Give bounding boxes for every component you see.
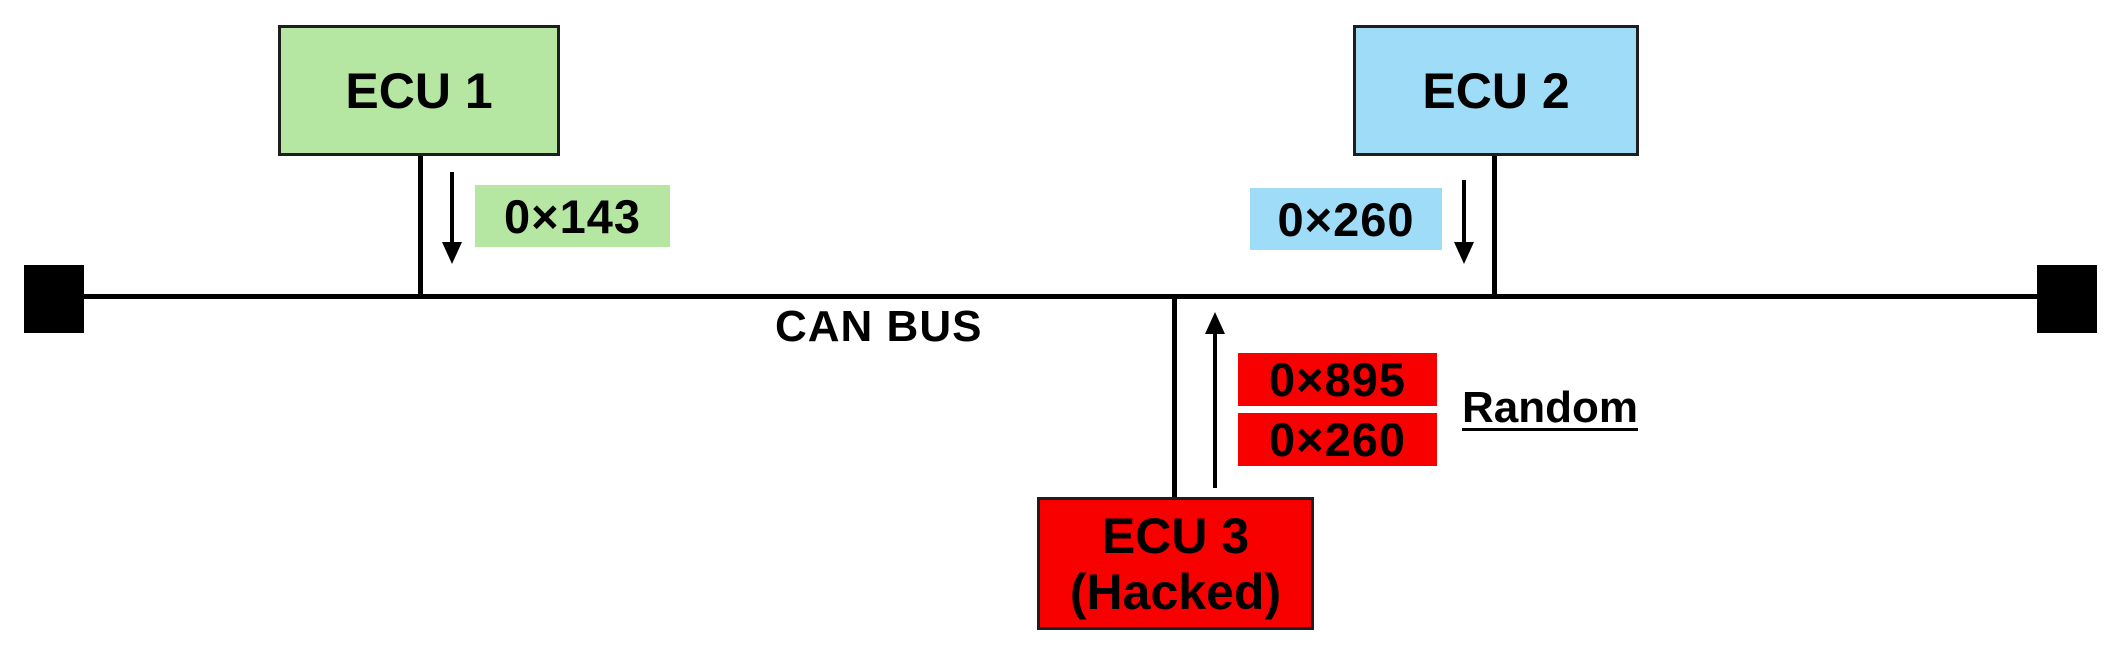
can-bus-line <box>55 294 2045 299</box>
ecu-2-message-id: 0×260 <box>1250 188 1442 250</box>
ecu-2-label: ECU 2 <box>1422 62 1570 119</box>
ecu-1-stub <box>418 156 423 298</box>
ecu-3-stub <box>1172 296 1177 498</box>
ecu-2-down-arrow-icon <box>1454 180 1474 264</box>
ecu-2-box: ECU 2 <box>1353 25 1639 156</box>
ecu-2-stub <box>1492 156 1497 298</box>
ecu-1-box: ECU 1 <box>278 25 560 156</box>
ecu-3-box: ECU 3 (Hacked) <box>1037 497 1314 630</box>
can-bus-label: CAN BUS <box>775 302 983 351</box>
ecu-3-message-id-2: 0×260 <box>1238 413 1437 466</box>
ecu-3-message-id-1: 0×895 <box>1238 353 1437 406</box>
bus-terminator-right <box>2037 265 2097 333</box>
random-annotation: Random <box>1462 383 1638 432</box>
bus-terminator-left <box>24 265 84 333</box>
ecu-3-up-arrow-icon <box>1205 312 1225 488</box>
ecu-1-message-id: 0×143 <box>475 185 670 247</box>
ecu-1-label: ECU 1 <box>345 62 493 119</box>
ecu-3-status: (Hacked) <box>1069 563 1282 620</box>
ecu-1-down-arrow-icon <box>442 172 462 264</box>
ecu-3-label: ECU 3 <box>1101 507 1250 564</box>
